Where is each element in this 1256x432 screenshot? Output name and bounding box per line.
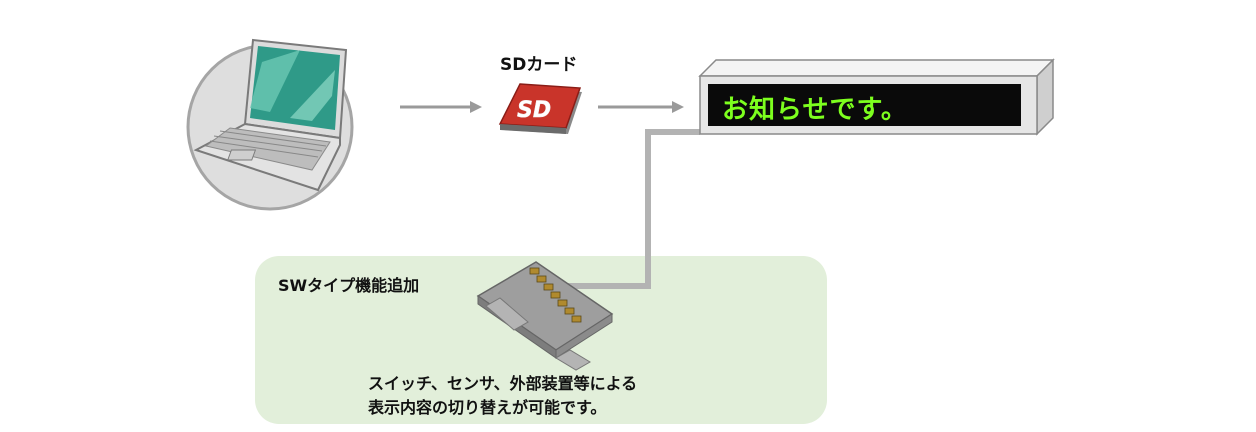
sd-card-icon [498,83,582,134]
description-line-1: スイッチ、センサ、外部装置等による [368,374,638,393]
sw-option-description: スイッチ、センサ、外部装置等による 表示内容の切り替えが可能です。 [368,372,637,420]
sd-card-label: SDカード [500,55,578,75]
arrow-icon [400,101,482,113]
laptop-icon [186,38,354,211]
sw-option-title: SWタイプ機能追加 [278,276,420,295]
description-line-2: 表示内容の切り替えが可能です。 [368,398,607,417]
sign-message: お知らせです。 [722,95,908,125]
arrow-icon [598,101,684,113]
connector-line [560,129,700,289]
sd-card-logo: SD [517,98,551,123]
controller-unit-icon [476,261,614,371]
led-sign-board [698,58,1055,136]
